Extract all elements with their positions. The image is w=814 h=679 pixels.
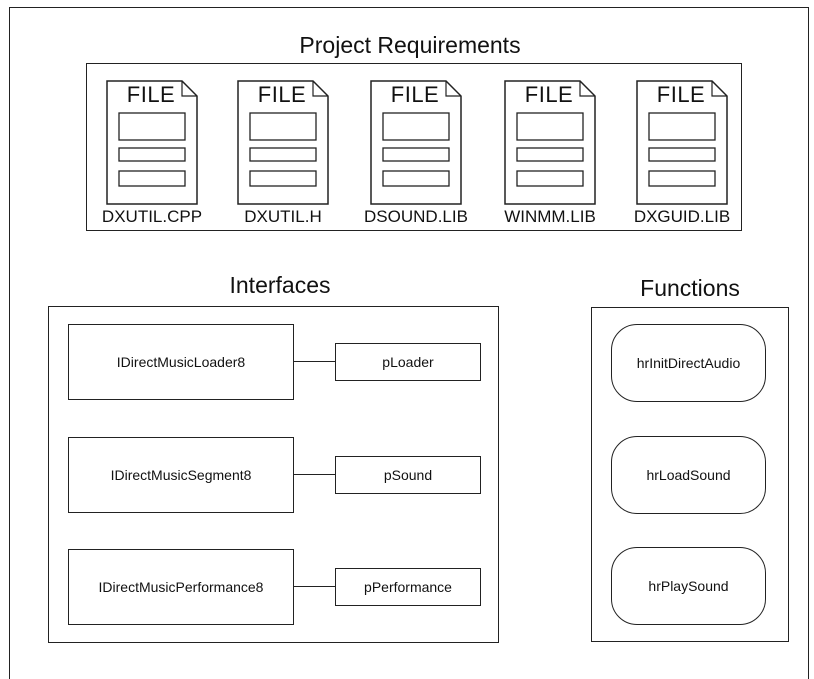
file-name-label: DSOUND.LIB (364, 207, 468, 226)
file-name-label: DXUTIL.CPP (101, 207, 203, 226)
connector-line (294, 586, 335, 587)
interface-box: IDirectMusicPerformance8 (68, 549, 294, 625)
pointer-name: pSound (383, 467, 433, 483)
function-name: hrPlaySound (648, 578, 729, 594)
connector-line (294, 474, 335, 475)
functions-title: Functions (640, 275, 740, 301)
function-box: hrInitDirectAudio (611, 324, 766, 402)
file-icon-1: FILE (106, 80, 198, 205)
file-icon-label: FILE (126, 82, 176, 107)
outer-frame (9, 7, 809, 679)
pointer-box: pLoader (335, 343, 481, 381)
pointer-name: pLoader (382, 354, 434, 370)
file-name-label: WINMM.LIB (504, 207, 596, 226)
requirements-title: Project Requirements (299, 32, 521, 58)
file-icon-3: FILE (370, 80, 462, 205)
file-icon-4: FILE (504, 80, 596, 205)
file-icon-label: FILE (257, 82, 307, 107)
interface-box: IDirectMusicSegment8 (68, 437, 294, 513)
file-name-label: DXGUID.LIB (633, 207, 731, 226)
file-icon-5: FILE (636, 80, 728, 205)
interfaces-title: Interfaces (229, 272, 331, 298)
file-name-label: DXUTIL.H (244, 207, 322, 226)
connector-line (294, 361, 335, 362)
interface-name: IDirectMusicLoader8 (116, 354, 246, 370)
file-icon-2: FILE (237, 80, 329, 205)
pointer-box: pSound (335, 456, 481, 494)
interface-name: IDirectMusicSegment8 (110, 467, 252, 483)
interface-box: IDirectMusicLoader8 (68, 324, 294, 400)
file-icon-label: FILE (524, 82, 574, 107)
function-name: hrInitDirectAudio (636, 355, 741, 371)
interface-name: IDirectMusicPerformance8 (98, 579, 264, 595)
function-box: hrPlaySound (611, 547, 766, 625)
pointer-name: pPerformance (364, 579, 452, 595)
pointer-box: pPerformance (335, 568, 481, 606)
function-box: hrLoadSound (611, 436, 766, 514)
file-icon-label: FILE (390, 82, 440, 107)
file-icon-label: FILE (656, 82, 706, 107)
function-name: hrLoadSound (646, 467, 731, 483)
